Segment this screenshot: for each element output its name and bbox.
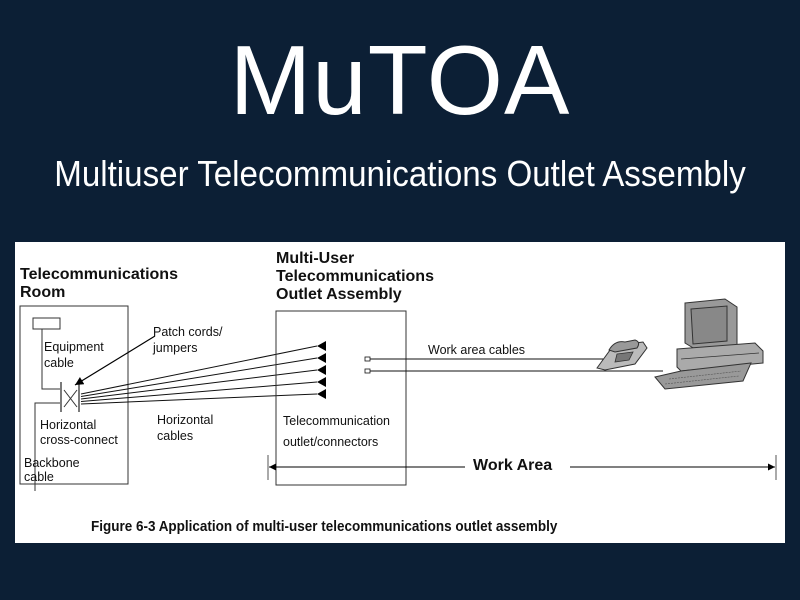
equipment-cable-label-1: Equipment [44, 340, 104, 354]
horizontal-cable [80, 357, 318, 397]
horizontal-cable [80, 369, 318, 400]
telecom-room-heading-1: Telecommunications [20, 266, 178, 283]
horizontal-cables [80, 341, 326, 405]
cross-connect-label-1: Horizontal [40, 418, 97, 432]
horizontal-cable [80, 393, 318, 405]
backbone-label-1: Backbone [24, 456, 80, 470]
horizontal-cable [80, 381, 318, 402]
mutoa-heading-2: Telecommunications [276, 268, 434, 285]
connector-jack [317, 377, 326, 387]
figure-caption: Figure 6-3 Application of multi-user tel… [91, 519, 558, 535]
slide-subtitle: Multiuser Telecommunications Outlet Asse… [54, 153, 746, 194]
horizontal-cables-label-2: cables [157, 429, 194, 443]
diagram-canvas [19, 298, 777, 491]
outlet-connectors-label-1: Telecommunication [283, 414, 390, 428]
cross-connect-x2 [63, 389, 78, 408]
connector-jack [317, 341, 326, 351]
patch-cords-pointer [74, 335, 156, 386]
horizontal-cable [80, 345, 318, 395]
work-area-cables [364, 356, 663, 374]
equipment-icon [32, 317, 61, 330]
equipment-cable-label-2: cable [44, 356, 74, 370]
outlet-connectors-label-2: outlet/connectors [283, 435, 379, 449]
equipment-cable-line [41, 329, 60, 390]
horizontal-cables-label-1: Horizontal [157, 413, 214, 427]
connector-jack [317, 365, 326, 375]
telecom-room-box [19, 305, 129, 485]
cross-connect-label-2: cross-connect [40, 433, 118, 447]
connector-jack [317, 389, 326, 399]
backbone-label-2: cable [24, 470, 54, 484]
backbone-cable-line [34, 402, 60, 491]
patch-cords-label-2: jumpers [153, 341, 198, 355]
work-area-cables-label: Work area cables [428, 343, 526, 357]
mutoa-box [275, 310, 407, 486]
connector-jack [317, 353, 326, 363]
telephone-icon [596, 339, 648, 371]
mutoa-heading-3: Outlet Assembly [276, 286, 402, 303]
patch-cords-label-1: Patch cords/ [153, 325, 223, 339]
mutoa-heading-1: Multi-User [276, 250, 355, 267]
work-area-label: Work Area [470, 457, 556, 475]
telecom-room-heading-2: Room [20, 284, 66, 301]
slide-title: MuTOA [229, 25, 571, 135]
computer-icon [654, 298, 764, 390]
work-area-plug [364, 368, 371, 374]
diagram-panel: Telecommunications Room Equipment cable … [15, 242, 785, 543]
work-area-plug [364, 356, 371, 362]
